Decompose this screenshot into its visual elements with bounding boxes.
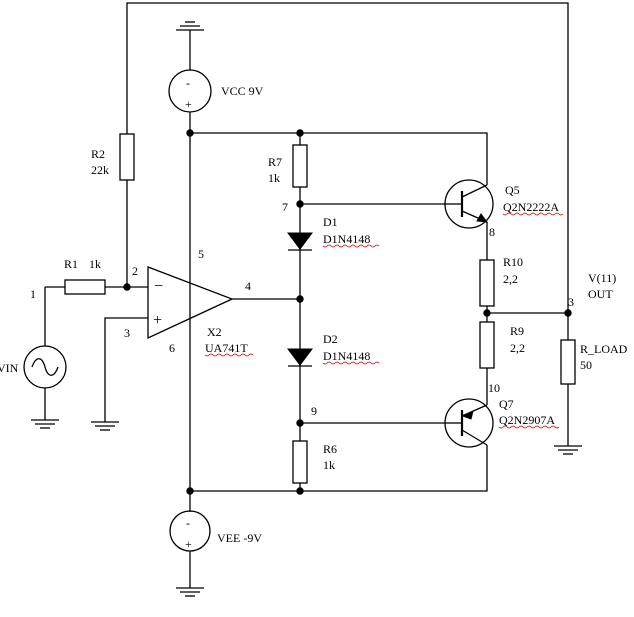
resistor-r9 <box>479 321 495 369</box>
ground-symbol-vcc <box>176 21 204 31</box>
r7-value: 1k <box>268 171 280 185</box>
vcc-source: - + <box>168 69 212 113</box>
rload-name: R_LOAD <box>580 342 628 356</box>
resistor-r6 <box>292 440 308 484</box>
x2-name: X2 <box>207 325 222 339</box>
vcc-label: VCC 9V <box>221 84 264 98</box>
r2-value: 22k <box>91 163 109 177</box>
vcc-minus-sign: - <box>186 76 190 90</box>
node-label-3-out: 3 <box>568 295 574 309</box>
d2-model: D1N4148 <box>323 349 370 363</box>
wires <box>44 2 569 588</box>
transistor-q5 <box>444 179 494 229</box>
r10-value: 2,2 <box>503 272 518 286</box>
r1-value: 1k <box>89 257 101 271</box>
r10-name: R10 <box>503 255 523 269</box>
node-label-4: 4 <box>245 279 251 293</box>
q5-model-underline <box>502 212 564 216</box>
q7-model: Q2N2907A <box>499 413 555 427</box>
resistor-rload <box>560 339 576 385</box>
d2-model-underline <box>322 361 380 365</box>
d2-name: D2 <box>323 332 338 346</box>
probe-label: V(11) <box>588 271 616 285</box>
vee-source: - + <box>169 510 211 552</box>
sine-wave-icon <box>31 358 59 376</box>
x2-model: UA741T <box>205 341 248 355</box>
diode-d2 <box>287 343 313 373</box>
node-label-8: 8 <box>489 225 495 239</box>
probe-sublabel: OUT <box>588 287 613 301</box>
q7-name: Q7 <box>499 397 514 411</box>
resistor-r1 <box>64 279 106 295</box>
q7-model-underline <box>498 425 560 429</box>
r9-name: R9 <box>510 324 524 338</box>
transistor-q7 <box>444 398 494 448</box>
d1-model-underline <box>322 244 380 248</box>
node-label-7: 7 <box>282 200 288 214</box>
diode-d1 <box>287 225 313 256</box>
ground-symbol-vin <box>31 419 59 429</box>
resistor-r2 <box>119 133 135 181</box>
r6-name: R6 <box>323 442 337 456</box>
q5-model: Q2N2222A <box>503 200 559 214</box>
r7-name: R7 <box>268 155 282 169</box>
resistor-r7 <box>292 144 308 188</box>
node-label-10: 10 <box>488 381 500 395</box>
node-label-2: 2 <box>132 264 138 278</box>
node-label-1: 1 <box>30 287 36 301</box>
opamp-minus-sign: − <box>154 278 163 295</box>
opamp-plus-sign: + <box>153 312 162 329</box>
opamp-x2: − + <box>147 266 234 340</box>
ground-symbol-vee <box>176 587 204 597</box>
vin-label: VIN <box>0 361 19 375</box>
resistor-r10 <box>479 259 495 307</box>
ground-symbol-noninv <box>91 421 119 431</box>
rload-value: 50 <box>580 358 592 372</box>
vee-plus-sign: + <box>185 537 192 551</box>
x2-model-underline <box>204 353 254 357</box>
r9-value: 2,2 <box>510 341 525 355</box>
node-label-6: 6 <box>169 341 175 355</box>
node-label-5: 5 <box>198 247 204 261</box>
d1-model: D1N4148 <box>323 232 370 246</box>
vee-minus-sign: - <box>186 516 190 530</box>
ground-symbol-load <box>554 445 582 455</box>
vee-label: VEE -9V <box>217 531 262 545</box>
q5-name: Q5 <box>505 183 520 197</box>
r1-name: R1 <box>64 257 78 271</box>
junction-dots <box>123 129 572 495</box>
vcc-plus-sign: + <box>185 97 192 111</box>
node-label-9: 9 <box>311 404 317 418</box>
node-label-3-noninv: 3 <box>124 326 130 340</box>
r6-value: 1k <box>323 458 335 472</box>
d1-name: D1 <box>323 215 338 229</box>
vin-source <box>23 345 67 389</box>
r2-name: R2 <box>91 147 105 161</box>
